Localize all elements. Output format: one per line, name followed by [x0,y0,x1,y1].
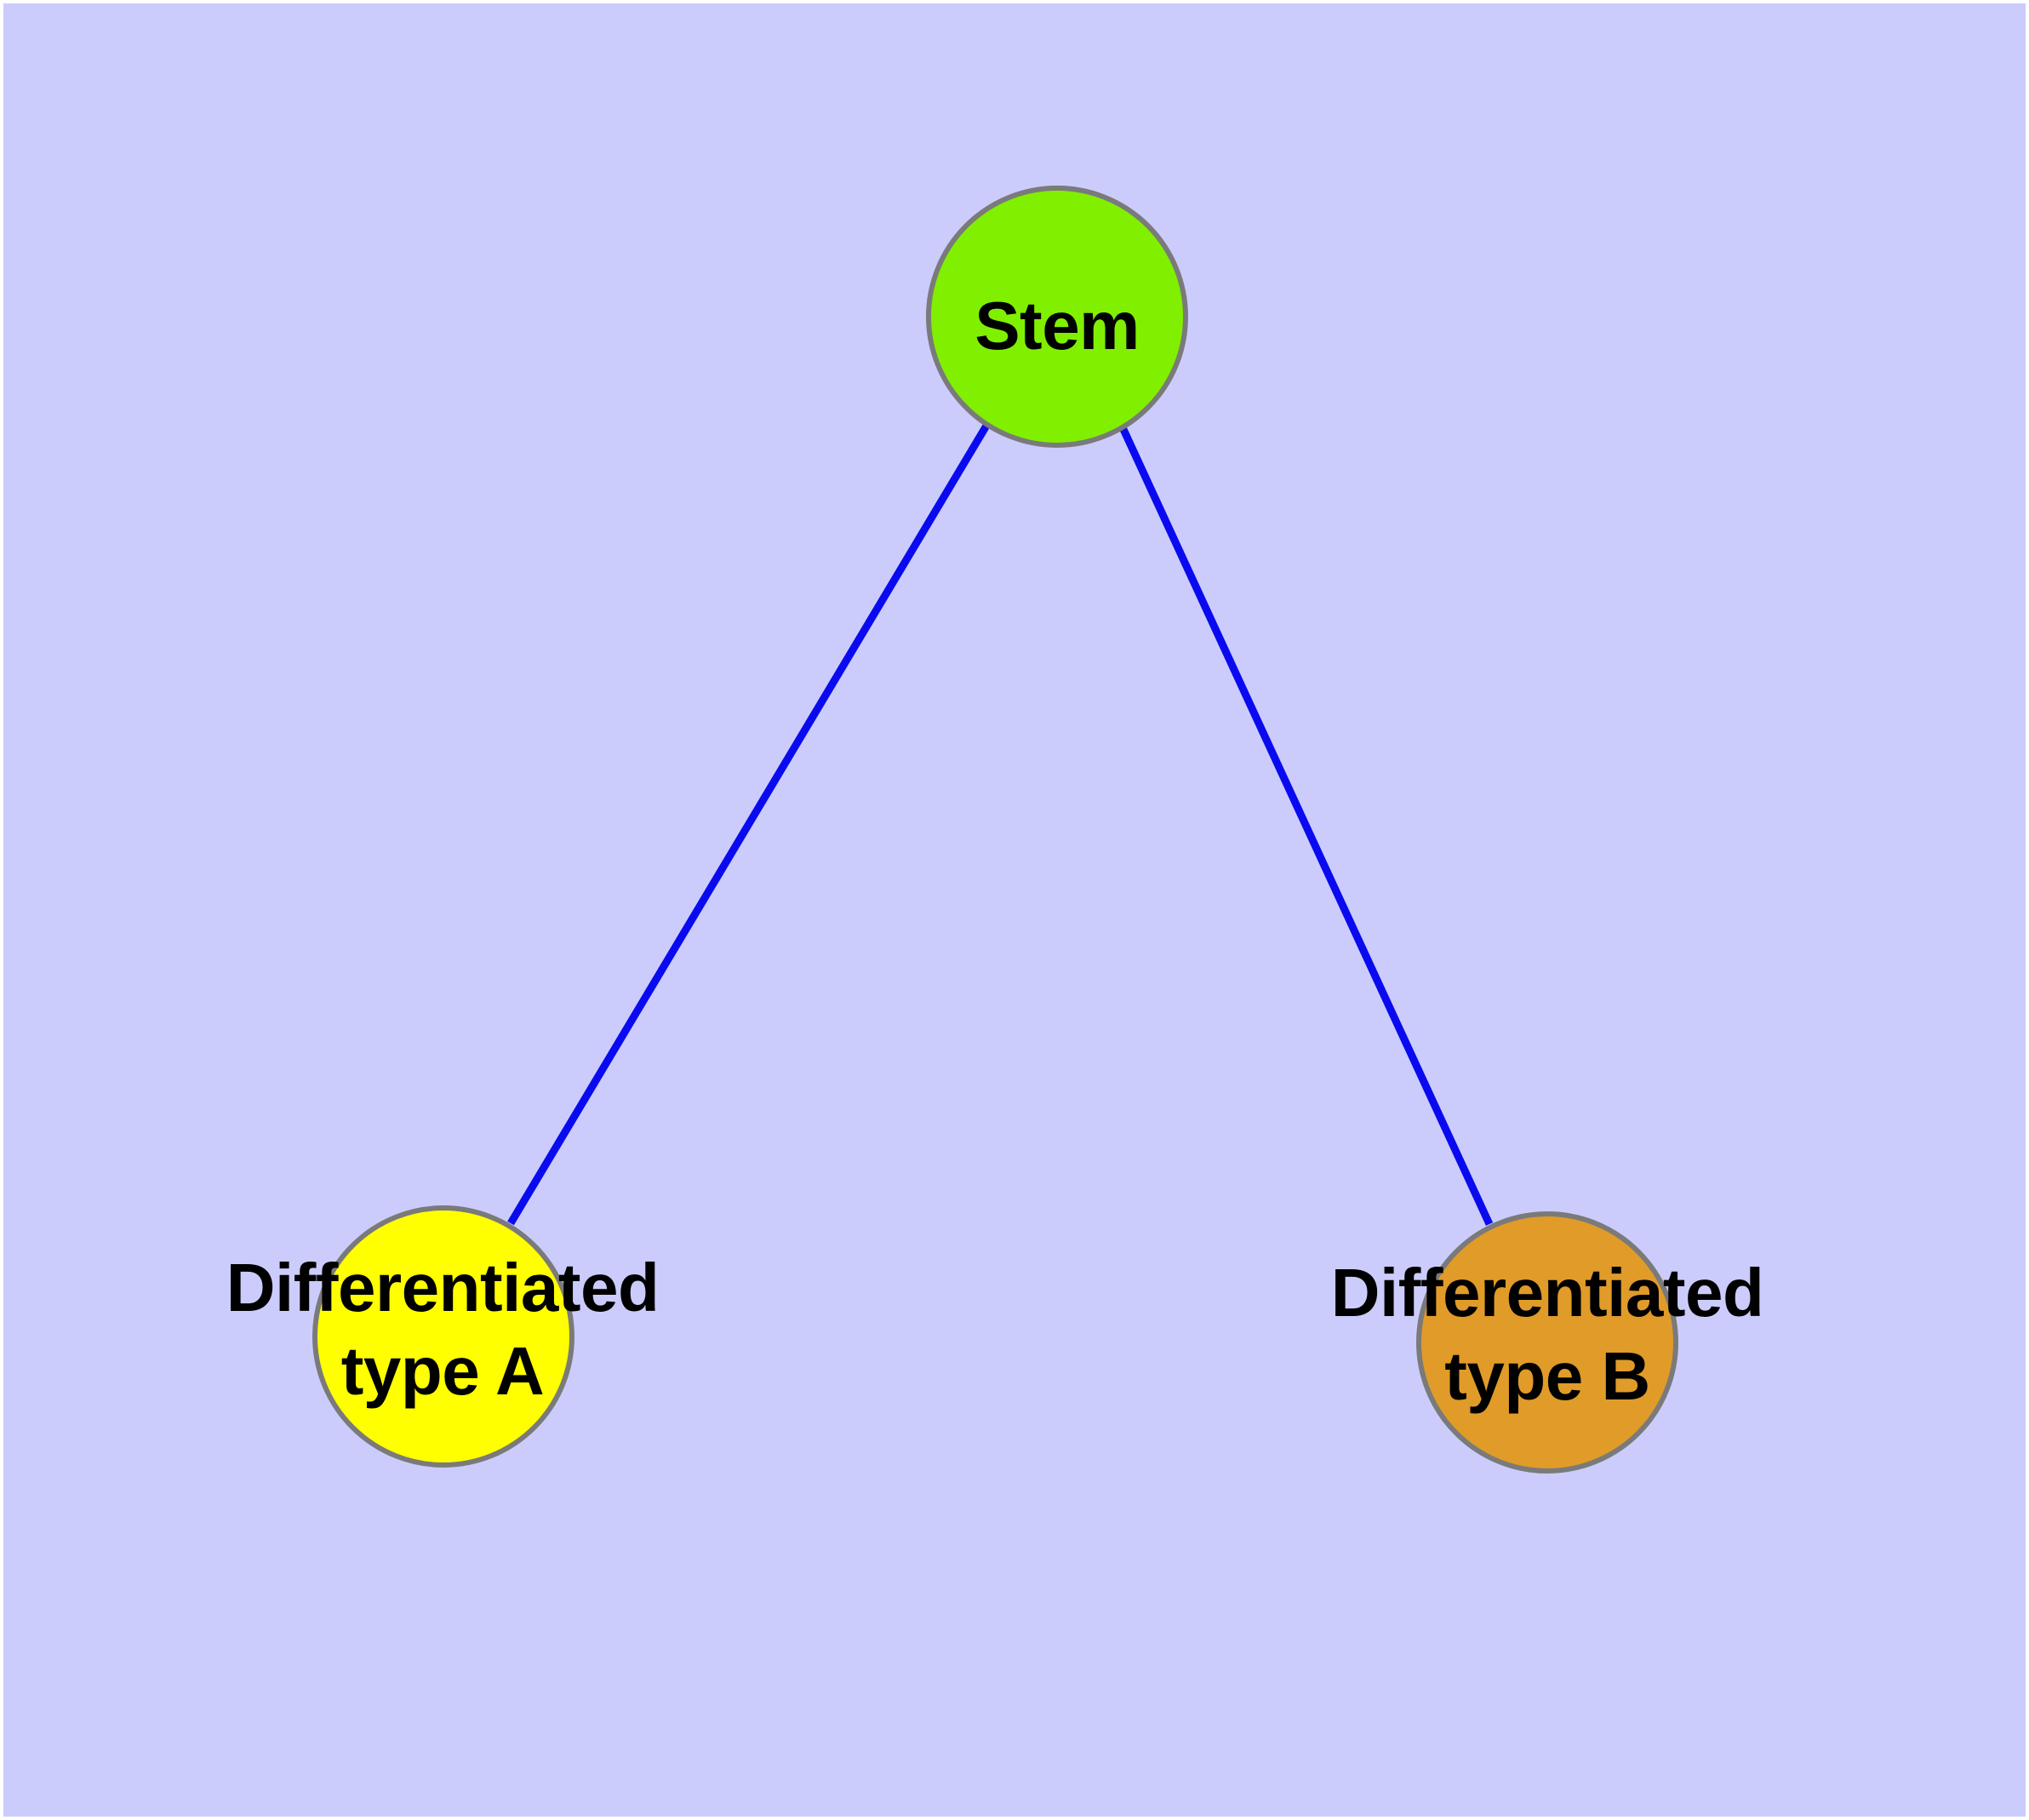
graph-plot-area: Stem Differentiated type A Differentiate… [3,3,2026,1817]
node-differentiated-type-b[interactable] [1416,1211,1678,1474]
node-stem[interactable] [926,186,1188,448]
edge-stem-to-diff-a [507,423,990,1226]
edge-stem-to-diff-b [1117,424,1494,1226]
node-differentiated-type-a[interactable] [312,1205,574,1468]
edge-layer [507,423,1494,1226]
